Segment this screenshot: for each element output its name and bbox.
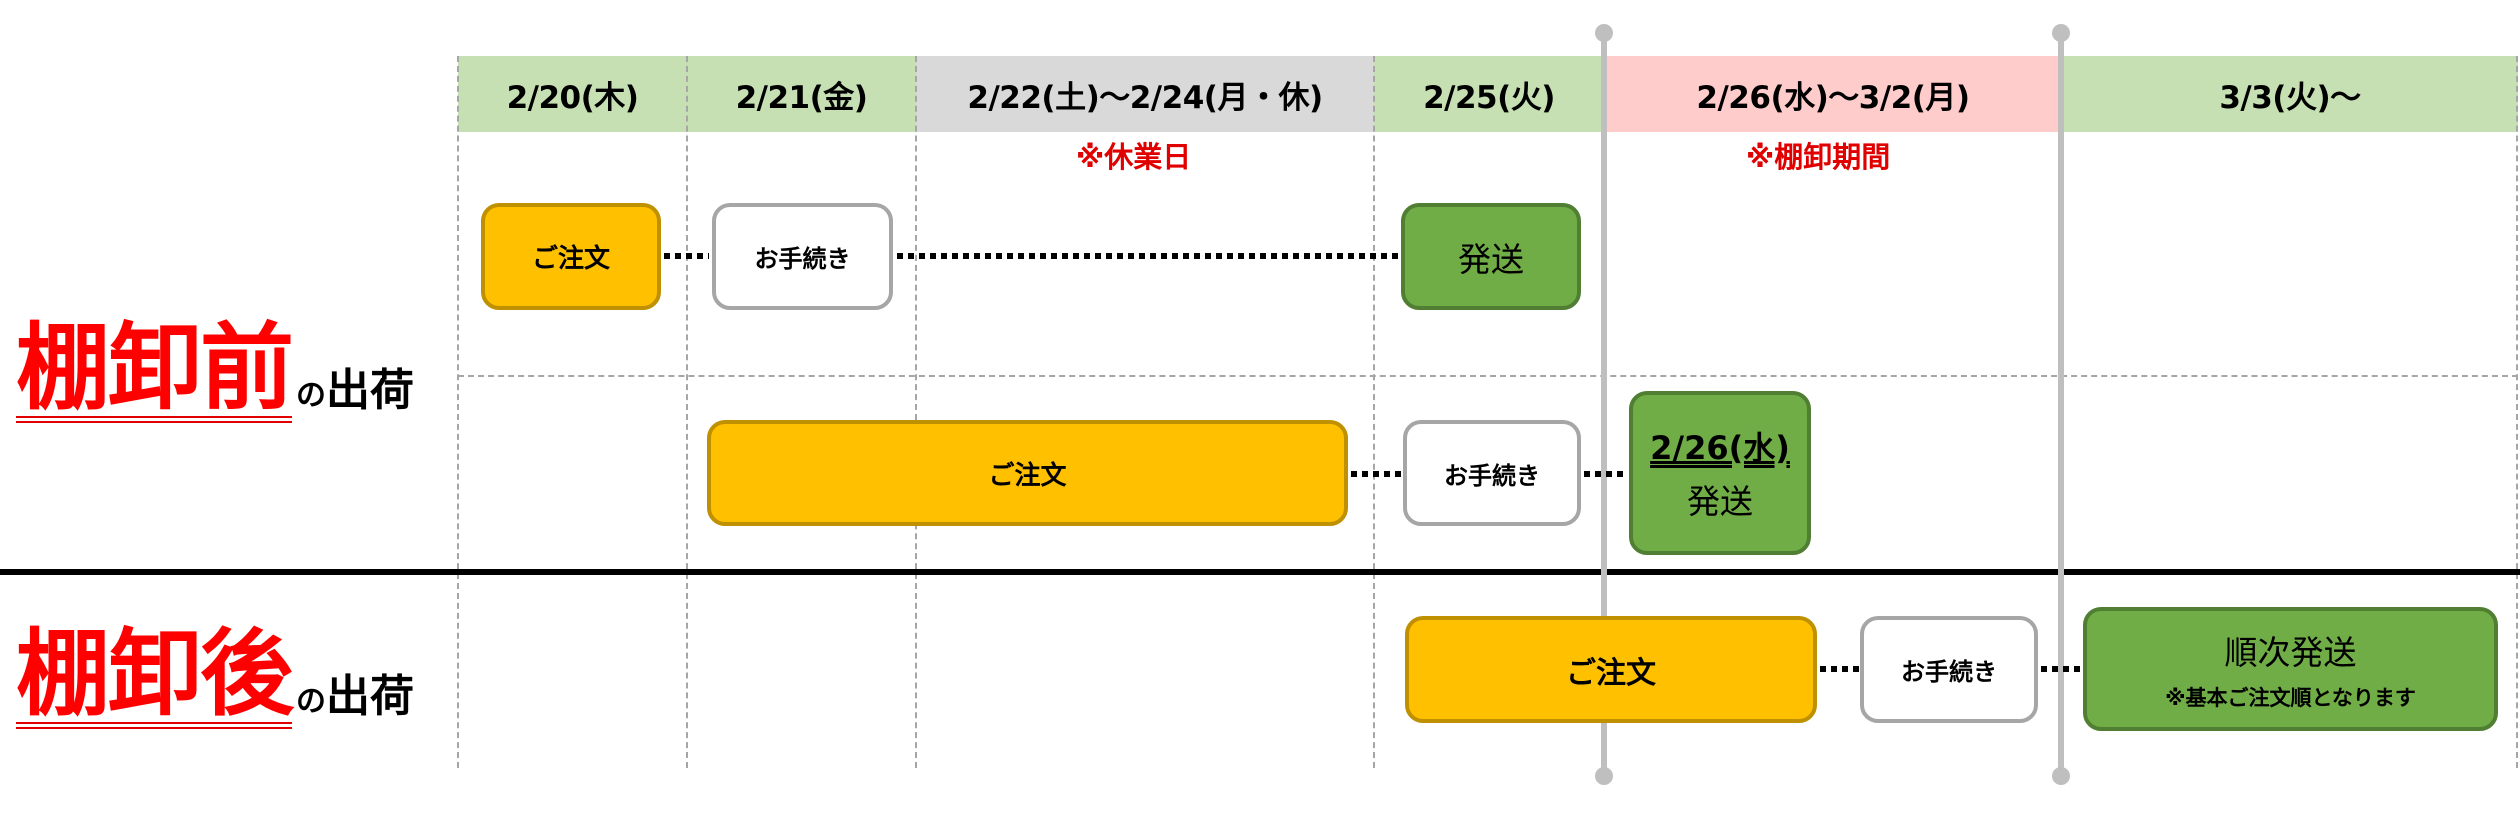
header-date-2-26-to-3-2: 2/26(水)～3/2(月)	[1604, 56, 2062, 132]
step-procedure: お手続き	[712, 203, 893, 310]
row-label-particle: の	[296, 378, 327, 413]
connector-dotted	[897, 253, 1399, 259]
header-date-2-20: 2/20(木)	[458, 56, 687, 132]
holiday-note: ※休業日	[1076, 140, 1192, 174]
row-label-suffix: の出荷	[296, 675, 414, 719]
step-label: 順次発送	[2224, 633, 2357, 672]
marker-knob-icon	[2052, 24, 2070, 42]
header-label: 2/25(火)	[1423, 79, 1555, 116]
row-label-after-inventory: 棚卸後 の出荷	[16, 628, 414, 729]
grid-line-vertical	[686, 56, 688, 768]
grid-line-horizontal	[458, 375, 2518, 377]
step-order: ご注文	[707, 420, 1348, 526]
grid-line-vertical	[915, 56, 917, 768]
connector-dotted	[664, 253, 709, 259]
connector-dotted	[2041, 666, 2081, 672]
grid-line-vertical	[457, 56, 459, 768]
step-order: ご注文	[1405, 616, 1817, 723]
row-label-rest: 出荷	[326, 671, 415, 722]
marker-knob-icon	[2052, 767, 2070, 785]
connector-dotted	[1820, 666, 1859, 672]
header-label: 2/22(土)～2/24(月・休)	[967, 79, 1323, 116]
row-label-before-inventory: 棚卸前 の出荷	[16, 322, 414, 423]
header-label: 3/3(火)～	[2219, 79, 2361, 116]
header-label: 2/20(木)	[506, 79, 639, 116]
connector-dotted	[1584, 471, 1628, 477]
step-label: お手続き	[754, 245, 851, 273]
step-label: 発送	[1458, 239, 1524, 279]
step-procedure: お手続き	[1860, 616, 2038, 723]
inventory-end-marker	[2058, 33, 2064, 777]
header-label: 2/21(金)	[735, 79, 868, 116]
step-ship: 発送	[1401, 203, 1581, 310]
step-label: お手続き	[1901, 658, 1997, 686]
row-label-particle: の	[296, 684, 327, 719]
step-label: お手続き	[1444, 461, 1540, 490]
header-date-2-21: 2/21(金)	[687, 56, 916, 132]
inventory-period-note: ※棚卸期間	[1746, 140, 1891, 174]
row-label-main: 棚卸後	[16, 620, 294, 729]
header-label: 2/26(水)～3/2(月)	[1696, 79, 1970, 116]
section-divider	[0, 569, 2520, 575]
step-label: ご注文	[1566, 655, 1656, 691]
step-label: ご注文	[531, 244, 610, 274]
connector-dotted	[1351, 471, 1401, 477]
row-label-suffix: の出荷	[296, 369, 414, 413]
step-order: ご注文	[481, 203, 661, 310]
ship-date: 2/26(水)	[1650, 429, 1790, 467]
step-procedure: お手続き	[1403, 420, 1581, 526]
grid-line-vertical	[2516, 56, 2518, 768]
row-label-main: 棚卸前	[16, 314, 294, 423]
marker-knob-icon	[1595, 767, 1613, 785]
header-date-2-25: 2/25(火)	[1374, 56, 1604, 132]
marker-knob-icon	[1595, 24, 1613, 42]
grid-line-vertical	[1373, 56, 1375, 768]
step-label: 発送	[1687, 482, 1753, 521]
ship-note: ※基本ご注文順となります	[2165, 686, 2416, 710]
header-date-3-3: 3/3(火)～	[2062, 56, 2518, 132]
header-date-2-22-to-2-24: 2/22(土)～2/24(月・休)	[916, 56, 1374, 132]
step-ship-sequential: 順次発送 ※基本ご注文順となります	[2083, 607, 2498, 731]
inventory-start-marker	[1601, 33, 1607, 777]
row-label-rest: 出荷	[326, 365, 415, 416]
step-label: ご注文	[988, 460, 1067, 491]
step-ship-dated: 2/26(水) 発送	[1629, 391, 1811, 555]
